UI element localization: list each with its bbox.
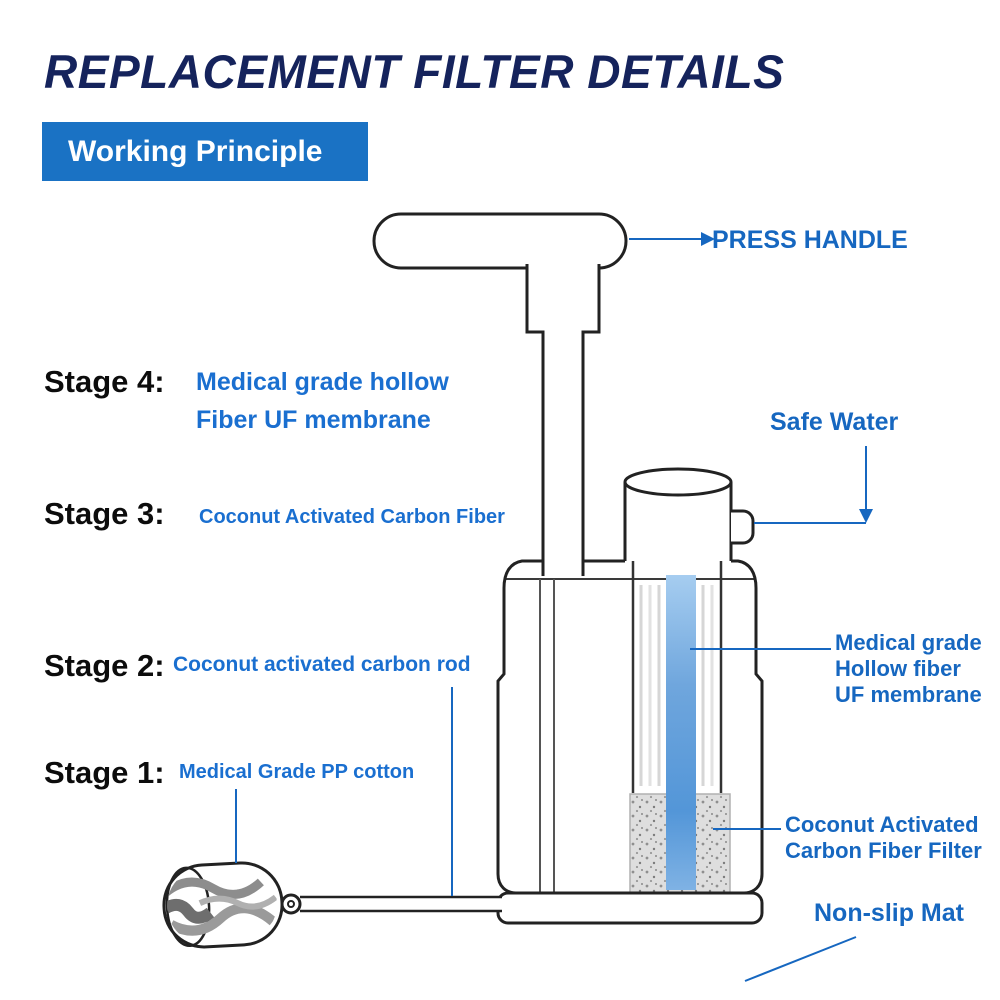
camo-pattern bbox=[165, 877, 278, 936]
stage-2-label: Stage 2: bbox=[44, 648, 165, 683]
press-handle-callout: PRESS HANDLE bbox=[712, 226, 908, 254]
pump-shaft bbox=[525, 264, 601, 576]
stage-4-label: Stage 4: bbox=[44, 364, 165, 399]
pre-filter-cylinder bbox=[162, 861, 284, 949]
stage-3-label: Stage 3: bbox=[44, 496, 165, 531]
leader-lines bbox=[235, 238, 867, 982]
carbon-callout-line1: Coconut Activated bbox=[785, 812, 979, 837]
stage-4-desc-line1: Medical grade hollow bbox=[196, 368, 449, 396]
page-title: REPLACEMENT FILTER DETAILS bbox=[44, 45, 785, 98]
filter-bottle-body bbox=[496, 559, 764, 895]
stage-3-desc-line1: Coconut Activated Carbon Fiber bbox=[199, 506, 505, 528]
water-flow-strip bbox=[666, 575, 696, 890]
stage-4-desc-line2: Fiber UF membrane bbox=[196, 406, 431, 434]
carbon-callout-line2: Carbon Fiber Filter bbox=[785, 838, 982, 863]
non-slip-mat-leader bbox=[744, 936, 857, 982]
stage-1-label: Stage 1: bbox=[44, 755, 165, 790]
stage-2-desc-line1: Coconut activated carbon rod bbox=[173, 653, 471, 676]
uf-membrane-tube bbox=[639, 585, 714, 786]
press-handle bbox=[372, 212, 628, 270]
membrane-callout-line2: Hollow fiber bbox=[835, 656, 961, 681]
outlet-spout bbox=[731, 509, 755, 545]
working-principle-banner: Working Principle bbox=[42, 122, 368, 181]
membrane-callout-line3: UF membrane bbox=[835, 682, 982, 707]
safe-water-callout: Safe Water bbox=[770, 408, 899, 436]
membrane-callout-line1: Medical grade bbox=[835, 630, 982, 655]
non-slip-mat-callout: Non-slip Mat bbox=[814, 899, 964, 927]
inlet-hose bbox=[280, 893, 502, 915]
top-cylinder bbox=[623, 467, 755, 561]
press-handle-arrowhead bbox=[701, 232, 715, 246]
banner-label: Working Principle bbox=[68, 134, 323, 168]
stage-1-desc-line1: Medical Grade PP cotton bbox=[179, 761, 415, 783]
non-slip-mat-base bbox=[496, 891, 764, 925]
arrowheads bbox=[701, 232, 873, 523]
safe-water-arrowhead bbox=[859, 509, 873, 523]
